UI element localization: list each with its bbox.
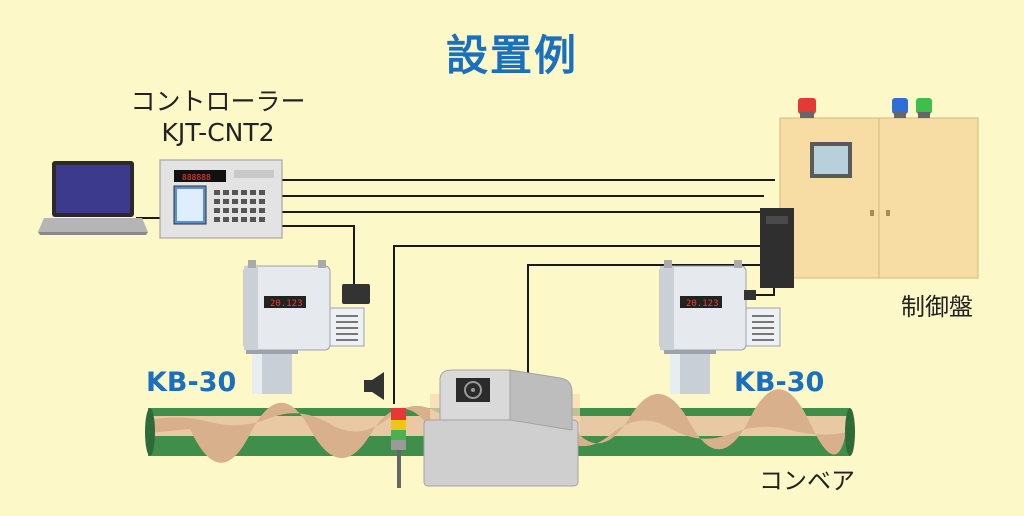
sensor-unit-right: 20.123 <box>659 260 781 394</box>
controller-label: コントローラー KJT-CNT2 <box>118 86 318 148</box>
sensor-unit-left: 20.123 <box>243 260 370 394</box>
sensor-display-left: 20.123 <box>270 299 303 309</box>
conveyor-label: コンベア <box>759 467 855 495</box>
sensor-label-right: KB-30 <box>734 367 825 398</box>
controller-label-line1: コントローラー <box>130 87 306 116</box>
page-title: 設置例 <box>445 31 578 80</box>
controller-label-line2: KJT-CNT2 <box>161 118 275 147</box>
speaker-horn <box>364 372 384 400</box>
control-panel <box>760 98 979 288</box>
panel-label: 制御盤 <box>901 293 973 321</box>
signal-tower <box>391 408 406 488</box>
inspection-unit <box>423 369 580 487</box>
panel-lamps <box>798 98 932 118</box>
controller-unit: 888888 <box>159 159 283 239</box>
sensor-display-right: 20.123 <box>686 299 719 309</box>
laptop <box>38 161 148 235</box>
sensor-label-left: KB-30 <box>146 367 237 398</box>
cables <box>136 179 775 404</box>
svg-text:888888: 888888 <box>182 173 211 182</box>
